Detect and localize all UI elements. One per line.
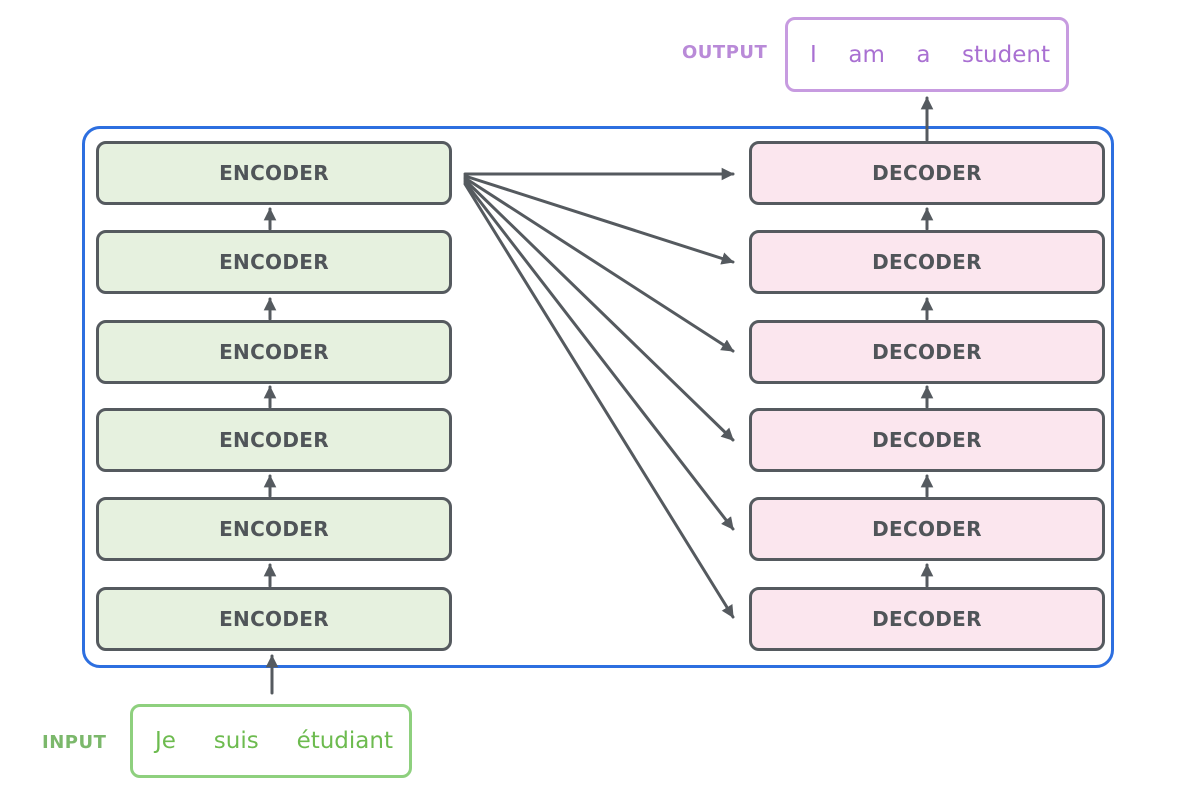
encoder-block-3: ENCODER <box>96 408 452 472</box>
decoder-block-3: DECODER <box>749 408 1105 472</box>
output-box: I am a student <box>785 17 1069 92</box>
decoder-block-2: DECODER <box>749 497 1105 561</box>
input-word: étudiant <box>296 728 393 754</box>
output-word: a <box>916 41 931 68</box>
input-word: Je <box>155 728 176 754</box>
input-word: suis <box>213 728 259 754</box>
output-word: am <box>848 41 885 68</box>
output-word: I <box>810 41 817 68</box>
output-word: student <box>962 41 1050 68</box>
output-label: OUTPUT <box>682 42 768 63</box>
encoder-block-2: ENCODER <box>96 497 452 561</box>
encoder-block-6: ENCODER <box>96 141 452 205</box>
decoder-block-4: DECODER <box>749 320 1105 384</box>
encoder-block-1: ENCODER <box>96 587 452 651</box>
input-box: Je suis étudiant <box>130 704 412 778</box>
encoder-block-4: ENCODER <box>96 320 452 384</box>
decoder-block-1: DECODER <box>749 587 1105 651</box>
decoder-block-6: DECODER <box>749 141 1105 205</box>
encoder-block-5: ENCODER <box>96 230 452 294</box>
input-label: INPUT <box>42 732 107 753</box>
encoder-decoder-stack-container <box>82 126 1114 668</box>
decoder-block-5: DECODER <box>749 230 1105 294</box>
